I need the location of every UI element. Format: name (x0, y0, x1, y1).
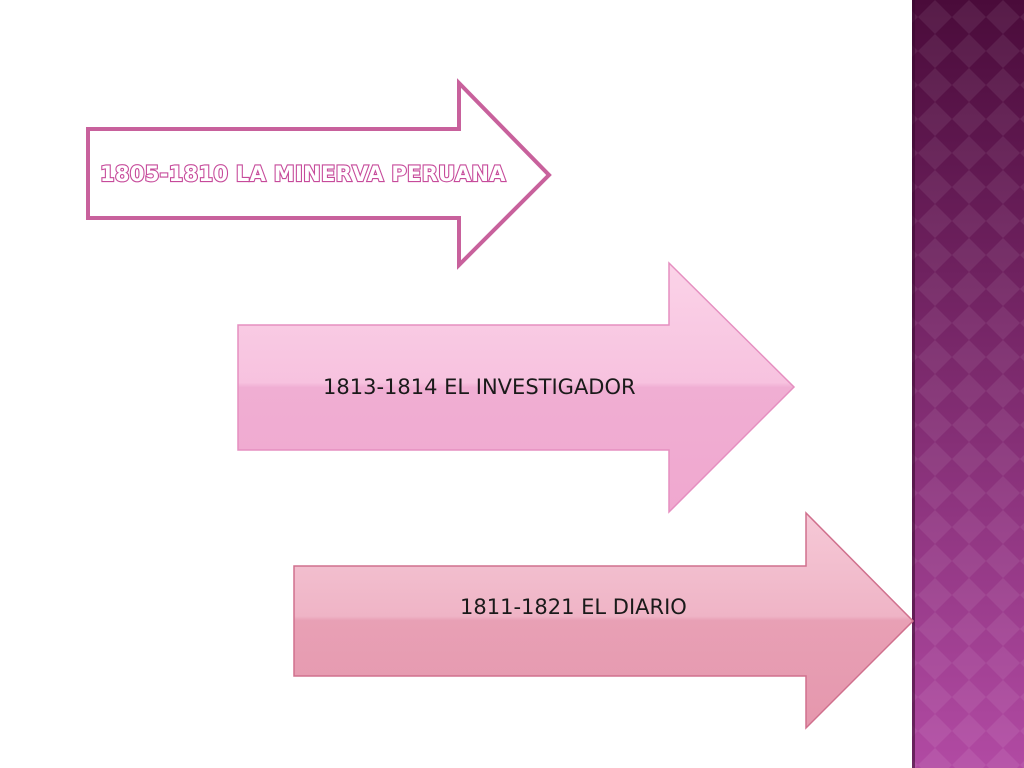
arrow-3-shape (293, 511, 915, 730)
side-decorative-panel (912, 0, 1024, 768)
arrow-3-label: 1811-1821 EL DIARIO (460, 595, 687, 619)
arrow-1-label: 1805-1810 LA MINERVA PERUANA (99, 161, 507, 187)
arrow-2-shape (237, 261, 796, 514)
arrow-2-label: 1813-1814 EL INVESTIGADOR (323, 375, 636, 399)
arrow-1-shape (86, 78, 552, 270)
